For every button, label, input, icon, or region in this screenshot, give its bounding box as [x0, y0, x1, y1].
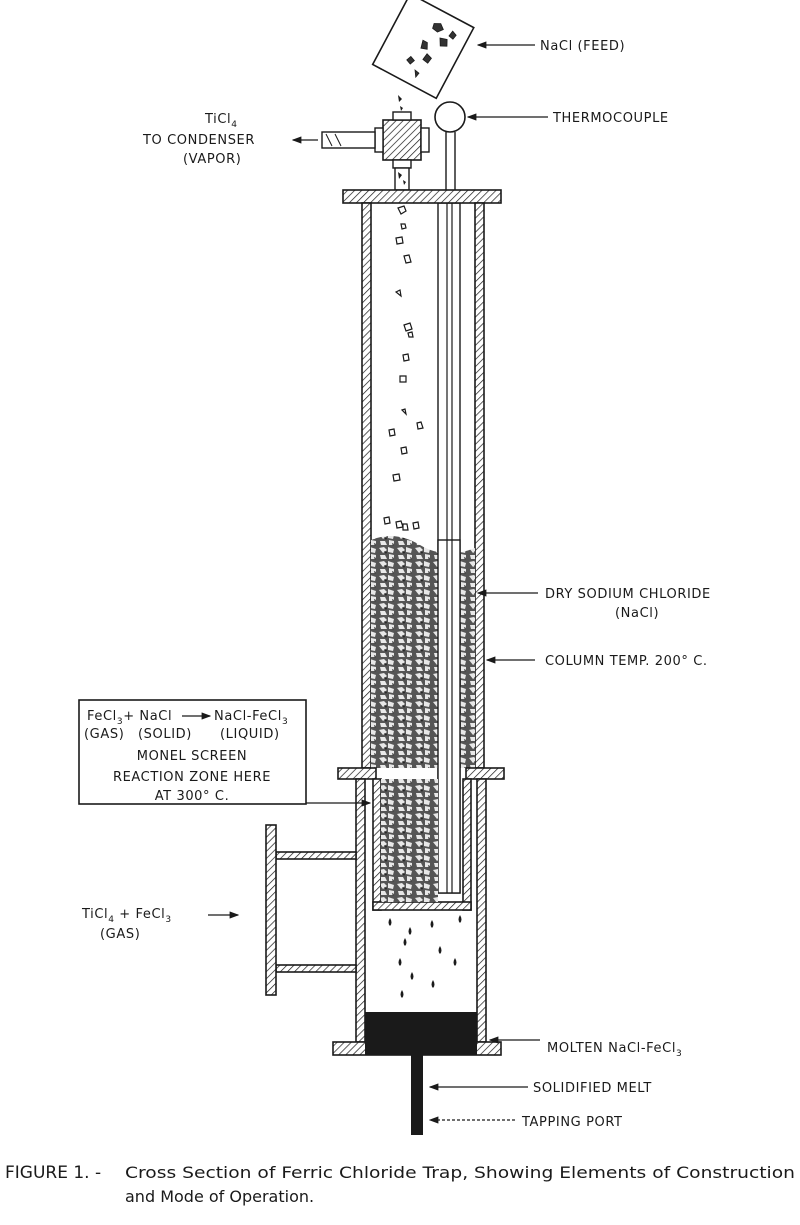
lower-vessel-left-wall	[355, 778, 366, 1043]
solidified-label: SOLIDIFIED MELT	[533, 1081, 652, 1096]
lower-vessel-right-wall	[476, 778, 487, 1043]
falling-salt-particles	[383, 205, 424, 531]
outlet-cross-fitting	[374, 111, 430, 191]
monel-screen	[372, 901, 472, 911]
thermocouple-label: THERMOCOUPLE	[552, 111, 669, 126]
feed-hopper	[371, 0, 475, 111]
molten-melt-pool	[365, 1012, 477, 1042]
upper-column-left-wall	[361, 202, 372, 769]
reaction-state-solid: (SOLID)	[138, 727, 192, 742]
gas-inlet-label-line2: (GAS)	[100, 927, 140, 942]
outlet-label-line1: TiCl4	[204, 112, 238, 130]
gas-inlet-pipe	[265, 824, 357, 996]
dry-salt-label-line1: DRY SODIUM CHLORIDE	[545, 587, 711, 602]
reaction-state-gas: (GAS)	[84, 727, 124, 742]
caption-line2: and Mode of Operation.	[125, 1187, 314, 1206]
middle-flange-right	[465, 767, 505, 780]
reaction-product: NaCl-FeCl3	[214, 709, 288, 727]
middle-flange-left	[337, 767, 377, 780]
reaction-zone-callout-box	[78, 699, 307, 805]
reaction-temp-text: AT 300° C.	[155, 789, 230, 804]
outlet-pipe	[321, 131, 376, 149]
monel-screen-text: MONEL SCREEN	[137, 749, 247, 764]
reaction-zone-text: REACTION ZONE HERE	[113, 770, 271, 785]
tapping-port	[411, 1055, 423, 1135]
reaction-basket-left-wall	[372, 778, 382, 911]
salt-bed-reaction-zone	[381, 779, 438, 902]
falling-melt-drops	[388, 915, 462, 998]
outlet-label-line2: TO CONDENSER	[142, 133, 255, 148]
dry-salt-label-line2: (NaCl)	[615, 606, 659, 621]
outlet-label-line3: (VAPOR)	[183, 152, 241, 167]
molten-label: MOLTEN NaCl-FeCl3	[547, 1041, 682, 1059]
reaction-basket-right-wall	[462, 778, 472, 911]
upper-column-right-wall	[474, 202, 485, 769]
top-flange	[342, 189, 502, 204]
feed-label: NaCl (FEED)	[540, 39, 625, 54]
tapping-label: TAPPING PORT	[521, 1115, 623, 1130]
column-temp-label: COLUMN TEMP. 200° C.	[545, 654, 708, 669]
caption-line1: Cross Section of Ferric Chloride Trap, S…	[125, 1163, 795, 1182]
bottom-plate-center	[365, 1042, 477, 1055]
reaction-equation: FeCl3+ NaCl	[87, 709, 172, 727]
thermocouple-well-in-bed	[437, 539, 461, 894]
figure-number: FIGURE 1. -	[5, 1163, 101, 1183]
reaction-state-liquid: (LIQUID)	[220, 727, 280, 742]
gas-inlet-label-line1: TiCl4 + FeCl3	[81, 907, 172, 925]
